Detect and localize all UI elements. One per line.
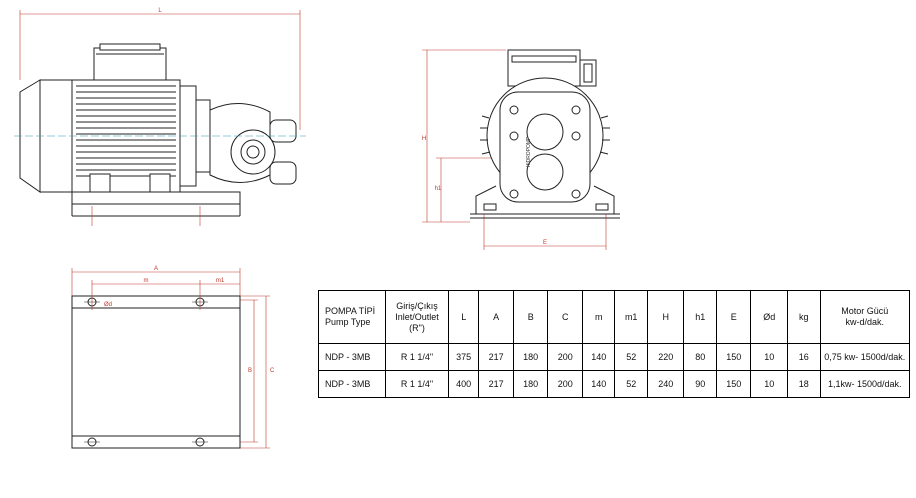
- cell-H: 240: [646, 370, 685, 398]
- cell-h1: 90: [683, 370, 717, 398]
- cell-motor: 1,1kw- 1500d/dak.: [819, 370, 911, 398]
- dim-h1: h1: [435, 186, 442, 192]
- top-view: [71, 268, 270, 449]
- dim-A: A: [154, 266, 158, 272]
- cell-inlet: R 1 1/4": [385, 343, 449, 371]
- dim-H: H: [422, 136, 426, 142]
- spec-table: POMPA TİPİ Pump Type Giriş/Çıkış Inlet/O…: [317, 290, 911, 398]
- header-pump-type-en: Pump Type: [325, 317, 371, 327]
- side-view: [14, 10, 306, 226]
- header-inlet-tr: Giriş/Çıkış: [396, 300, 438, 311]
- cell-H: 220: [646, 343, 685, 371]
- dim-od: Ød: [104, 302, 112, 308]
- header-motor: Motor Gücü kw-d/dak.: [819, 290, 911, 344]
- cell-A: 217: [478, 370, 514, 398]
- cell-type: NDP - 3MB: [317, 343, 387, 371]
- header-motor-unit: kw-d/dak.: [845, 317, 885, 327]
- header-B: B: [512, 290, 549, 344]
- header-m1: m1: [614, 290, 648, 344]
- cell-B: 180: [512, 343, 549, 371]
- header-h1: h1: [683, 290, 717, 344]
- header-H: H: [646, 290, 685, 344]
- header-od: Ød: [750, 290, 789, 344]
- cell-m1: 52: [614, 343, 648, 371]
- front-view: [422, 49, 620, 250]
- cell-od: 10: [750, 370, 789, 398]
- table-row: NDP - 3MB R 1 1/4" 400 217 180 200 140 5…: [317, 370, 911, 398]
- cell-m1: 52: [614, 370, 648, 398]
- table-header-row: POMPA TİPİ Pump Type Giriş/Çıkış Inlet/O…: [317, 290, 911, 344]
- dim-L-side: L: [158, 8, 162, 14]
- cell-C: 200: [547, 370, 583, 398]
- cell-m: 140: [581, 343, 616, 371]
- header-m: m: [581, 290, 616, 344]
- cell-motor: 0,75 kw- 1500d/dak.: [819, 343, 911, 371]
- cell-h1: 80: [683, 343, 717, 371]
- cell-od: 10: [750, 343, 789, 371]
- header-C: C: [547, 290, 583, 344]
- brand-side-text: HIDROPOMP: [526, 136, 532, 168]
- dim-B: B: [248, 368, 252, 374]
- cell-kg: 18: [787, 370, 821, 398]
- cell-m: 140: [581, 370, 616, 398]
- cell-C: 200: [547, 343, 583, 371]
- cell-L: 400: [447, 370, 480, 398]
- cell-A: 217: [478, 343, 514, 371]
- header-A: A: [478, 290, 514, 344]
- header-pump-type-tr: POMPA TİPİ: [325, 306, 376, 316]
- header-inlet-en: Inlet/Outlet: [395, 311, 439, 322]
- header-motor-tr: Motor Gücü: [841, 306, 889, 316]
- cell-type: NDP - 3MB: [317, 370, 387, 398]
- cell-E: 150: [715, 370, 752, 398]
- header-E: E: [715, 290, 752, 344]
- cell-E: 150: [715, 343, 752, 371]
- header-inlet-unit: (R"): [409, 322, 425, 333]
- cell-L: 375: [447, 343, 480, 371]
- dim-m1: m1: [216, 278, 225, 284]
- dim-E: E: [543, 240, 547, 246]
- dim-m: m: [144, 278, 149, 284]
- cell-B: 180: [512, 370, 549, 398]
- cell-inlet: R 1 1/4": [385, 370, 449, 398]
- dim-C: C: [270, 368, 275, 374]
- header-inlet-outlet: Giriş/Çıkış Inlet/Outlet (R"): [385, 290, 449, 344]
- cell-kg: 16: [787, 343, 821, 371]
- table-row: NDP - 3MB R 1 1/4" 375 217 180 200 140 5…: [317, 343, 911, 371]
- header-kg: kg: [787, 290, 821, 344]
- header-L: L: [447, 290, 480, 344]
- header-pump-type: POMPA TİPİ Pump Type: [317, 290, 387, 344]
